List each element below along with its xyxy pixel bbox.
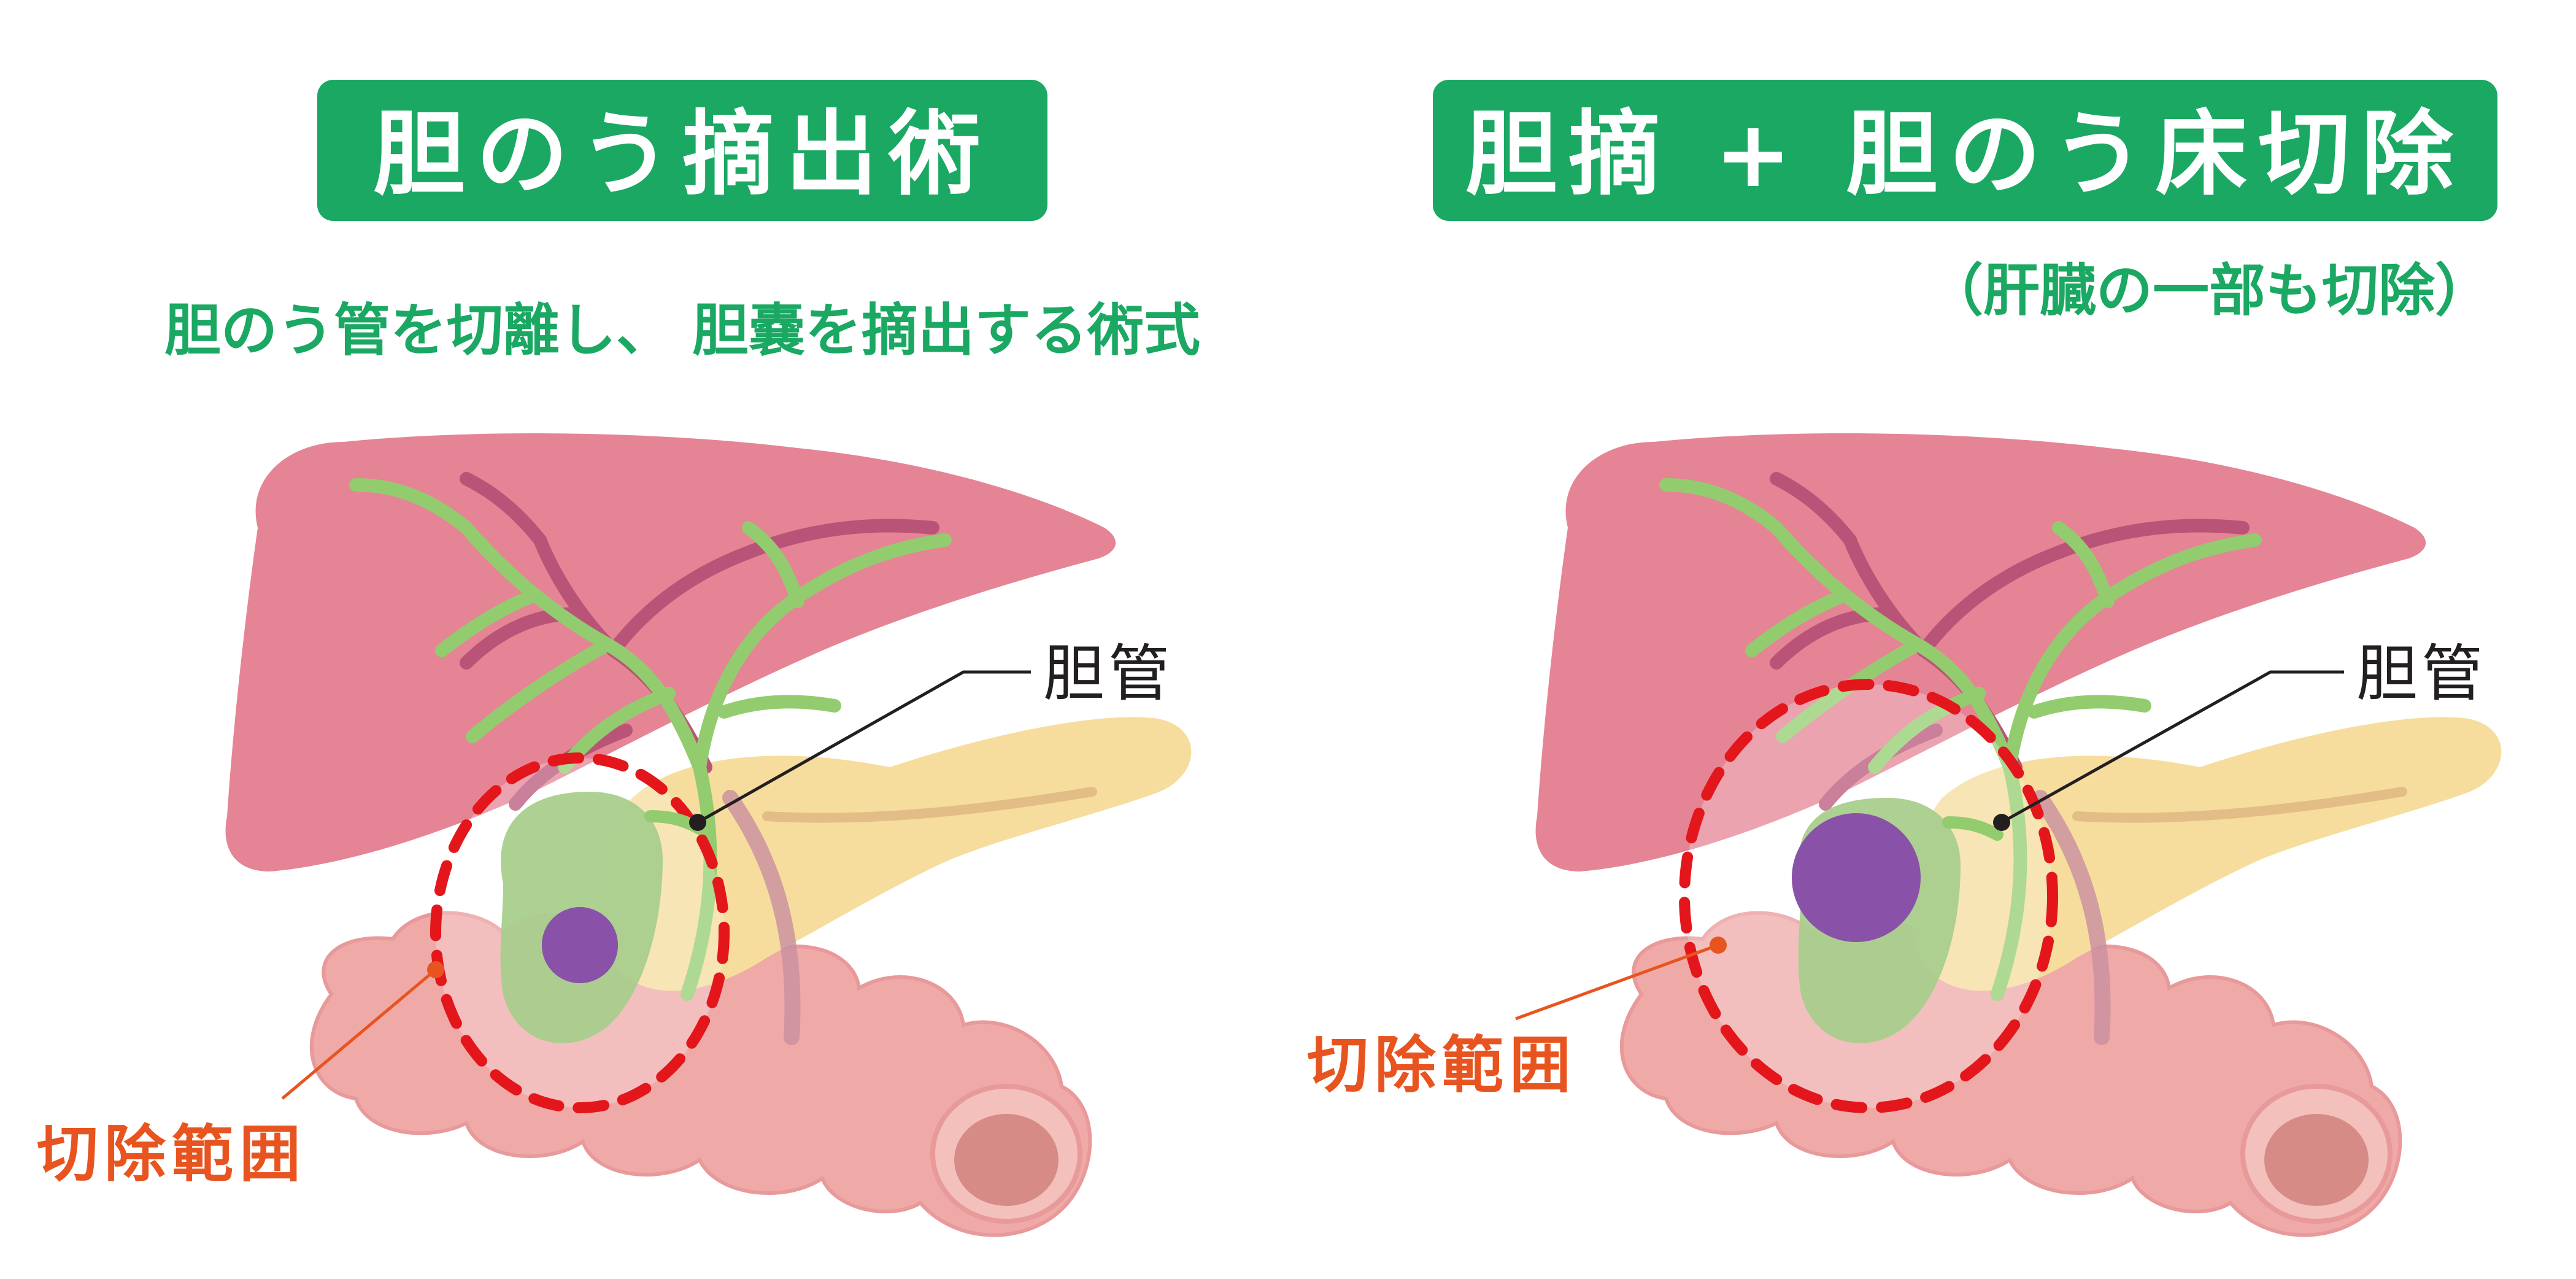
organ-illustration-right [1536,433,2502,1235]
panel-title-right: 胆摘 + 胆のう床切除 [1465,101,2464,208]
leader-line-bile-right [2000,670,2344,824]
bile-duct-label-right: 胆管 [2356,638,2486,709]
bile-duct-label-left: 胆管 [1043,638,1173,709]
panel-title-left: 胆のう摘出術 [373,101,992,208]
resection-area-label-right: 切除範囲 [1307,1029,1577,1101]
leader-line-bile-left [696,670,1031,824]
panel-cholecystectomy: 胆のう摘出術 胆のう管を切離し、 胆嚢を摘出する術式 胆管 切除範囲 [37,80,1200,1235]
tumor-right [1792,813,1921,942]
title-box-right [1433,80,2497,221]
tumor-left [542,907,618,983]
title-box-left [317,80,1047,221]
panel-cholecystectomy-gb-bed-resection: 胆摘 + 胆のう床切除 （肝臓の一部も切除） 胆管 切除範囲 [1307,80,2501,1235]
panel-subtitle-left: 胆のう管を切離し、 胆嚢を摘出する術式 [164,298,1200,363]
organ-illustration-left [226,433,1192,1235]
panel-subtitle-right: （肝臓の一部も切除） [1927,258,2491,323]
resection-area-label-left: 切除範囲 [37,1118,307,1190]
leader-line-resection-right [1515,943,1719,1021]
leader-line-resection-left [281,968,437,1100]
